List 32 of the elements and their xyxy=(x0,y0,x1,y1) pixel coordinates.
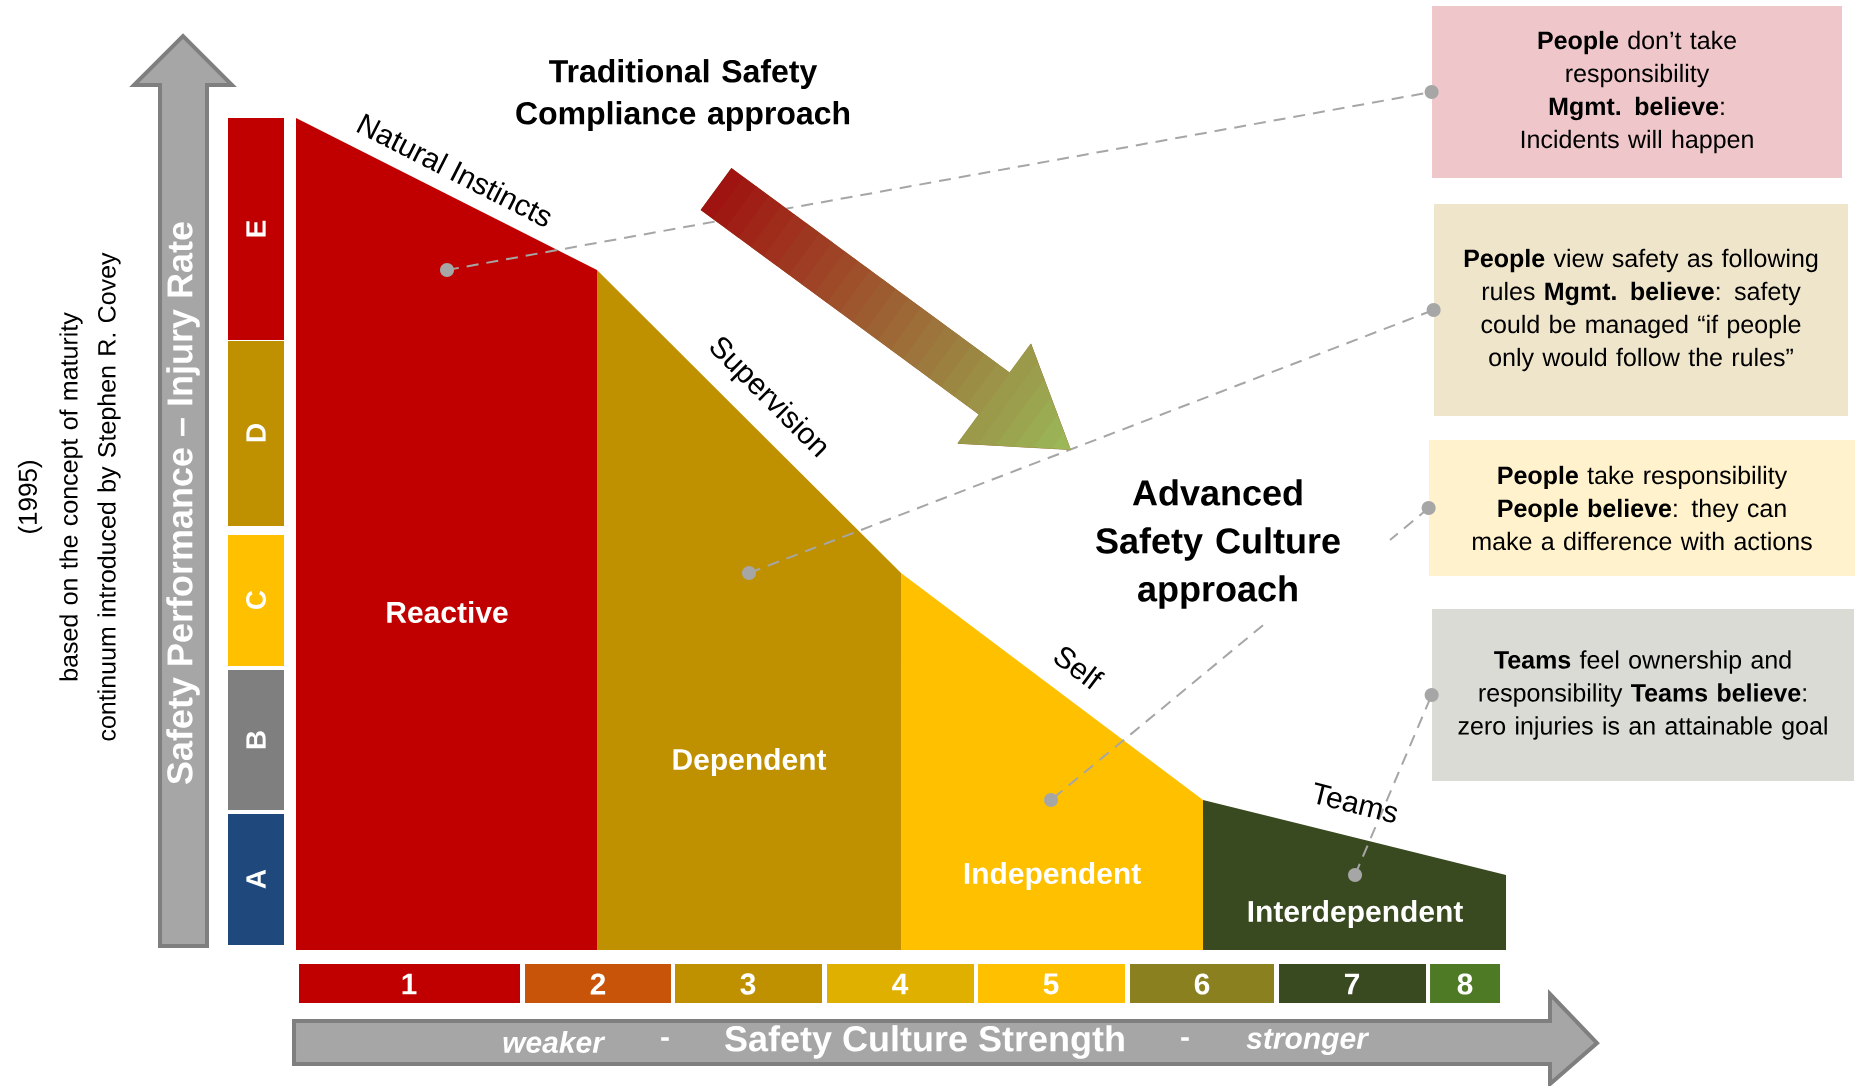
rating-bar: E xyxy=(228,118,284,340)
level-box: 2 xyxy=(525,964,671,1003)
callout-box: People take responsibility People believe: they can make a difference with actions xyxy=(1429,440,1855,576)
leader-line xyxy=(1389,501,1436,541)
note-text: based on the concept of maturity continuum introduced by Stephen R. Covey xyxy=(59,252,121,741)
axis-label: - xyxy=(661,1037,669,1041)
curve-label: Self xyxy=(1054,647,1106,690)
level-box: 7 xyxy=(1279,964,1426,1003)
axis-label: Safety Culture Strength xyxy=(725,1025,1124,1059)
axis-label: Safety Performance – Injury Rate xyxy=(166,222,200,785)
callout-box: People view safety as following rules Mgmt. believe: safety could be managed “if people only would follow the rules” xyxy=(1434,204,1849,416)
callout-box: People don’t take responsibility Mgmt. believe: Incidents will happen xyxy=(1432,6,1843,178)
level-box: 1 xyxy=(299,964,520,1003)
level-box: 3 xyxy=(675,964,822,1003)
axis-label: weaker xyxy=(503,1031,606,1053)
axis-label: stronger xyxy=(1246,1029,1370,1055)
leader-line xyxy=(1348,688,1439,882)
level-box: 6 xyxy=(1130,964,1274,1003)
rating-bar: B xyxy=(228,670,284,810)
note-text: (1995) xyxy=(17,461,43,533)
level-box: 4 xyxy=(827,964,974,1003)
arrow xyxy=(700,168,1071,450)
leader-line xyxy=(742,303,1441,580)
leader-line xyxy=(440,85,1439,277)
rating-bar: A xyxy=(228,814,284,945)
callout-box: Teams feel ownership and responsibility Teams believe: zero injuries is an attainable goal xyxy=(1432,609,1855,781)
axis-label: - xyxy=(1181,1037,1189,1041)
level-box: 8 xyxy=(1430,964,1500,1003)
level-box: 5 xyxy=(978,964,1125,1003)
rating-bar: D xyxy=(228,341,284,526)
leader-line xyxy=(1044,624,1264,807)
rating-bar: C xyxy=(228,535,284,666)
